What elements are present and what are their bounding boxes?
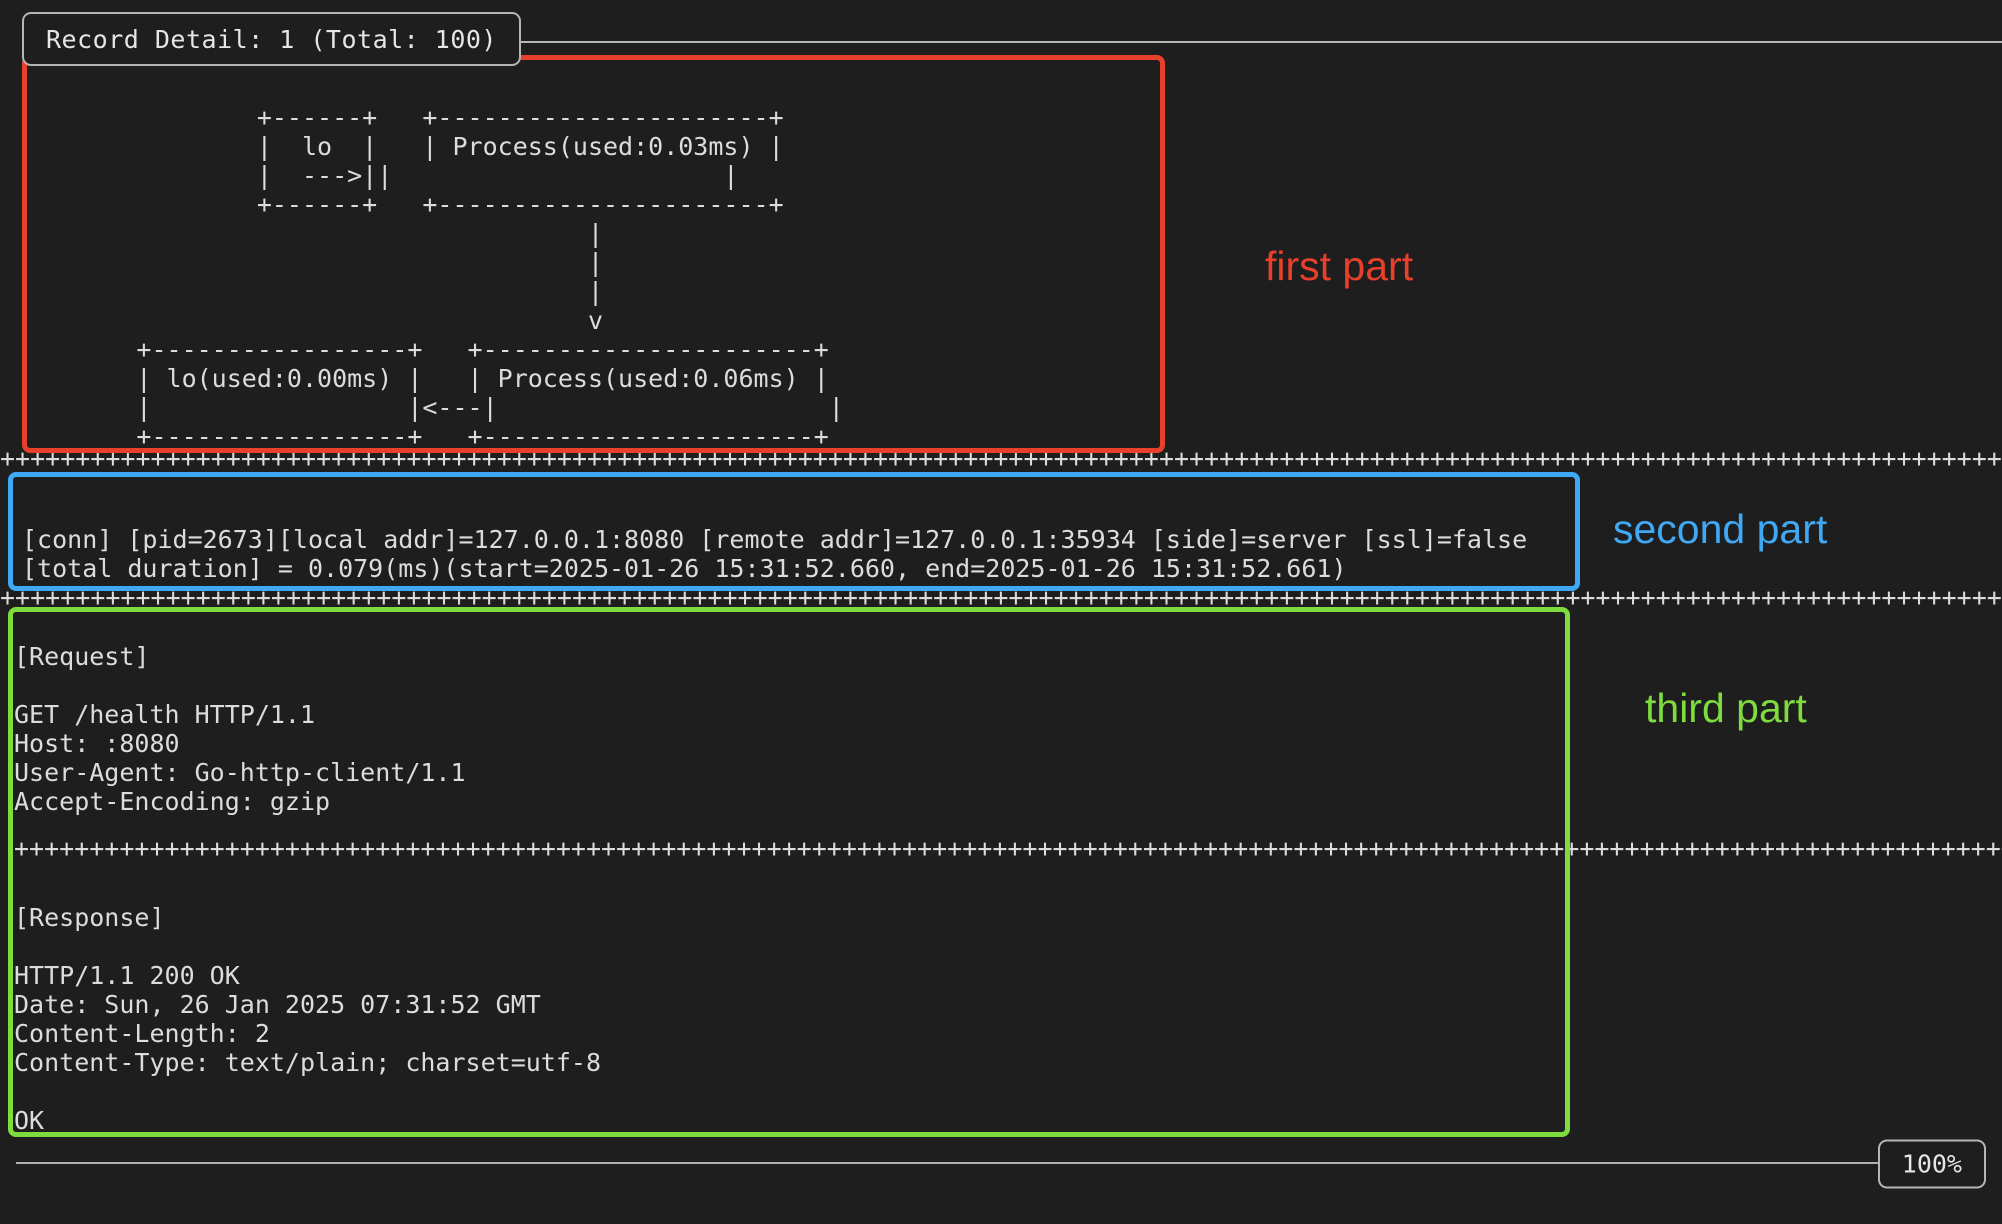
separator-plus-rule-2: ++++++++++++++++++++++++++++++++++++++++… (0, 585, 2002, 611)
annotation-label-first-part: first part (1265, 243, 1414, 289)
panel-top-border (466, 41, 2002, 43)
connection-summary-text: [conn] [pid=2673][local addr]=127.0.0.1:… (22, 525, 1528, 583)
zoom-level-badge[interactable]: 100% (1877, 1139, 1986, 1189)
http-request-response-text: [Request] GET /health HTTP/1.1 Host: :80… (14, 642, 601, 1135)
record-detail-title-tab: Record Detail: 1 (Total: 100) (22, 12, 521, 66)
page-title: Record Detail: 1 (Total: 100) (46, 24, 497, 54)
annotation-label-second-part: second part (1613, 506, 1828, 552)
separator-plus-rule-3: ++++++++++++++++++++++++++++++++++++++++… (14, 836, 2002, 862)
ascii-topology-diagram: +------+ +----------------------+ | lo |… (136, 103, 844, 451)
status-bar-divider (16, 1162, 1986, 1164)
annotation-label-third-part: third part (1645, 685, 1807, 731)
